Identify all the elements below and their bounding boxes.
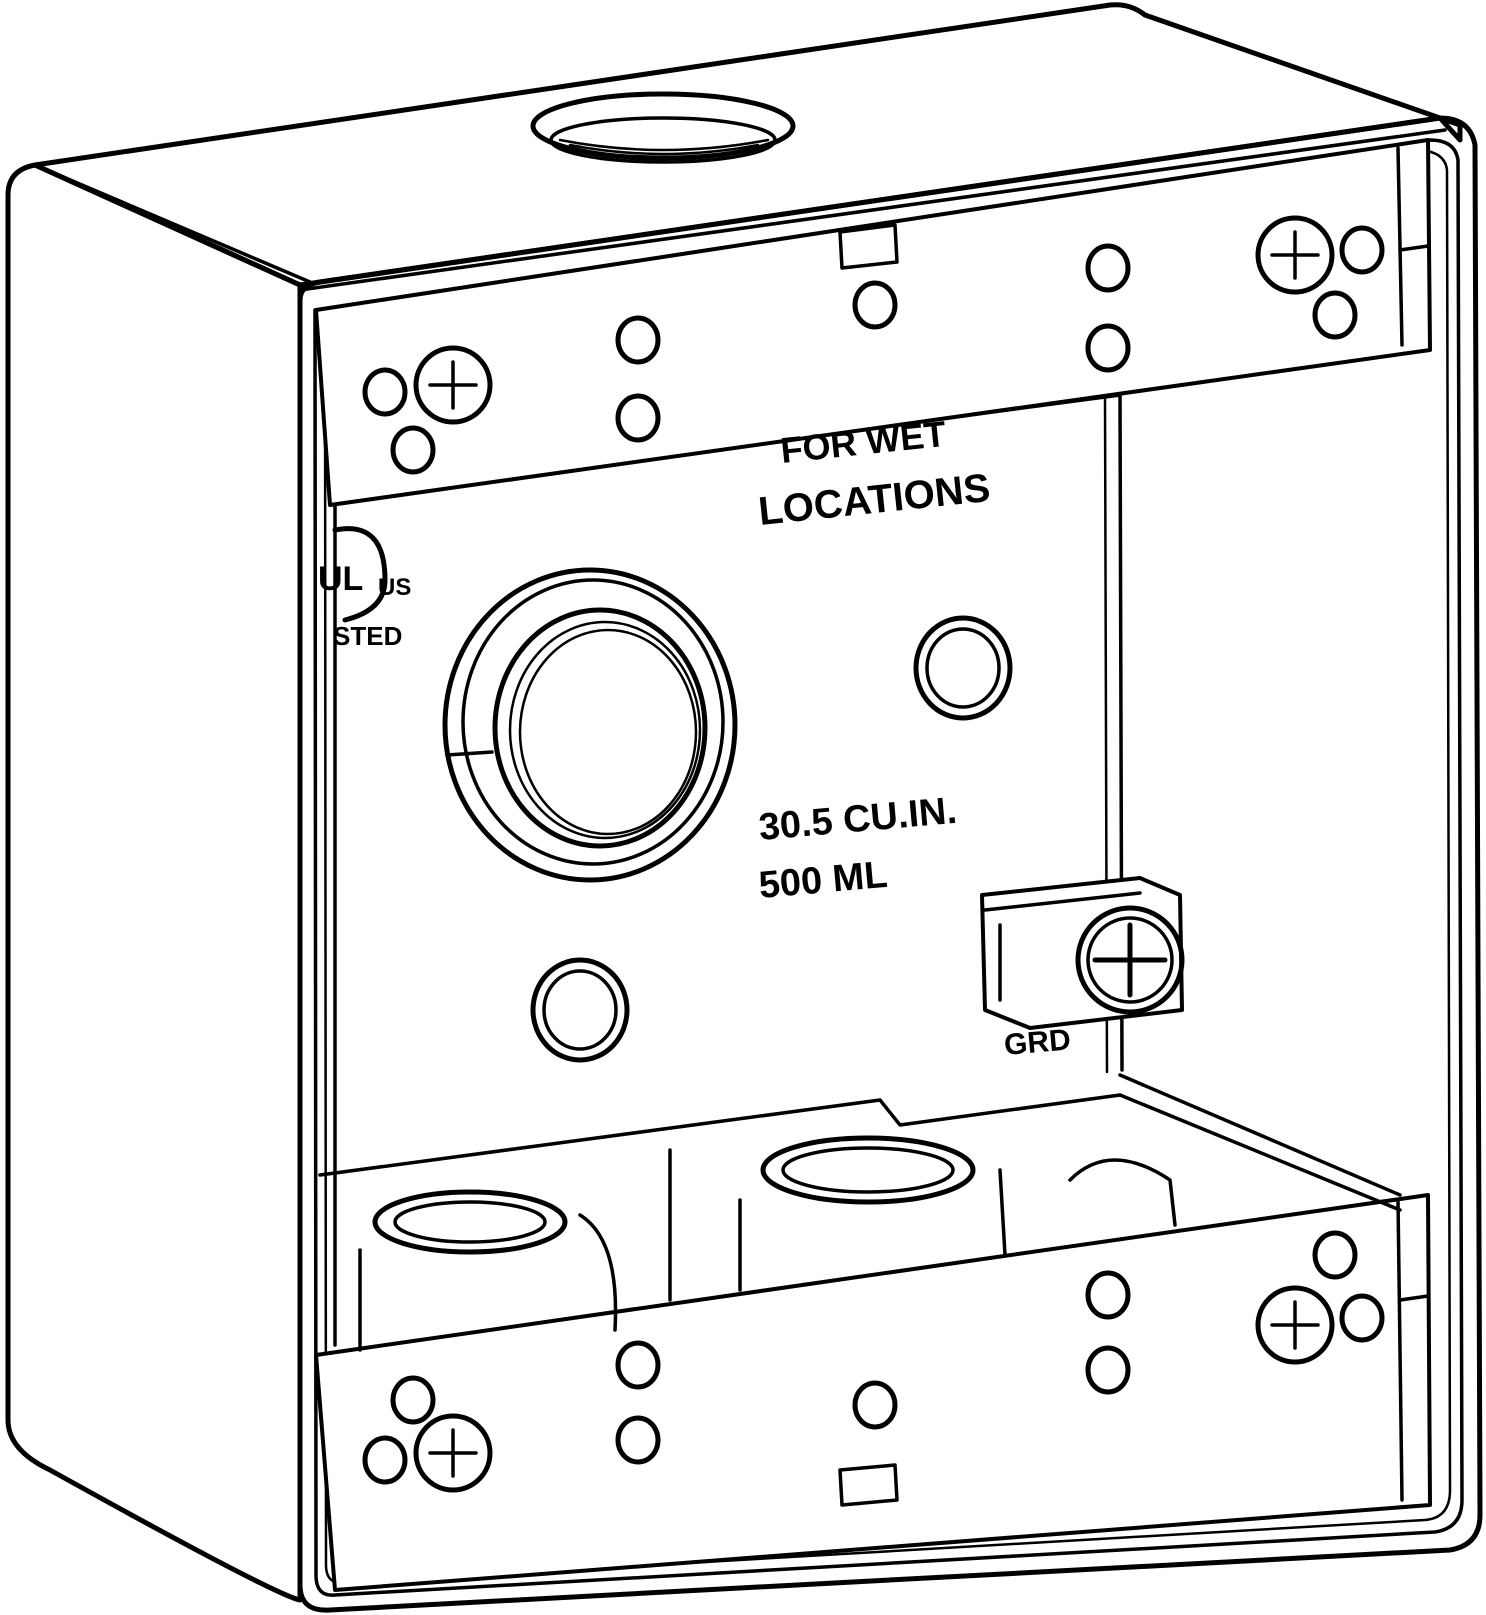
- back-hub: [442, 567, 738, 883]
- screw-top-left: [413, 345, 493, 425]
- volume-ml-label: 500 ML: [757, 854, 889, 907]
- ground-label: GRD: [1003, 1023, 1072, 1062]
- top-hub-hole: [530, 91, 796, 164]
- top-mounting-ear: [314, 138, 1432, 507]
- box-left-face: [5, 162, 312, 1603]
- ground-screw-bracket: [980, 876, 1185, 1030]
- ul-us-text: US: [378, 574, 411, 601]
- mounting-holes: [362, 225, 1385, 1485]
- bottom-hubs: [318, 1073, 1402, 1352]
- screw-bottom-left: [413, 1413, 493, 1493]
- volume-cuin-label: 30.5 CU.IN.: [757, 790, 958, 849]
- ul-listing-mark: UL US STED: [318, 526, 411, 651]
- screw-bottom-right: [1255, 1285, 1335, 1365]
- wall-knockouts: [530, 615, 1013, 1063]
- wet-locations-line2: LOCATIONS: [756, 466, 992, 534]
- screw-top-right: [1255, 215, 1335, 295]
- ul-listed-text: STED: [333, 621, 402, 651]
- box-front-rim: [297, 115, 1483, 1613]
- bottom-mounting-ear: [314, 1193, 1432, 1592]
- ul-mark-text: UL: [318, 560, 363, 598]
- screws: [413, 215, 1335, 1493]
